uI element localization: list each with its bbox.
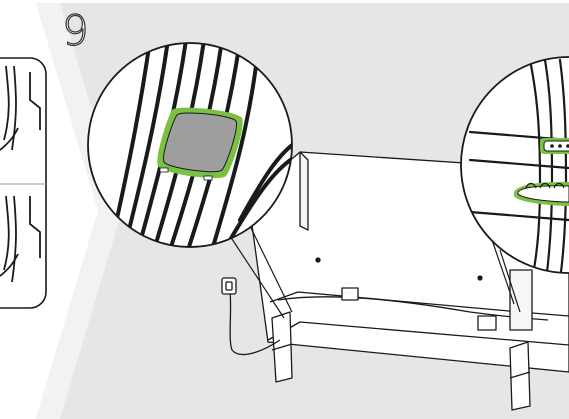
power-outlet-icon: [221, 277, 237, 295]
cable-clip-zoom-icon: [460, 56, 569, 274]
cable-routing-detail-icon: [0, 57, 47, 309]
step-number: 9: [61, 6, 89, 55]
cable-tie-zoom-icon: [87, 42, 293, 248]
chevron-right-icon: [36, 3, 122, 419]
